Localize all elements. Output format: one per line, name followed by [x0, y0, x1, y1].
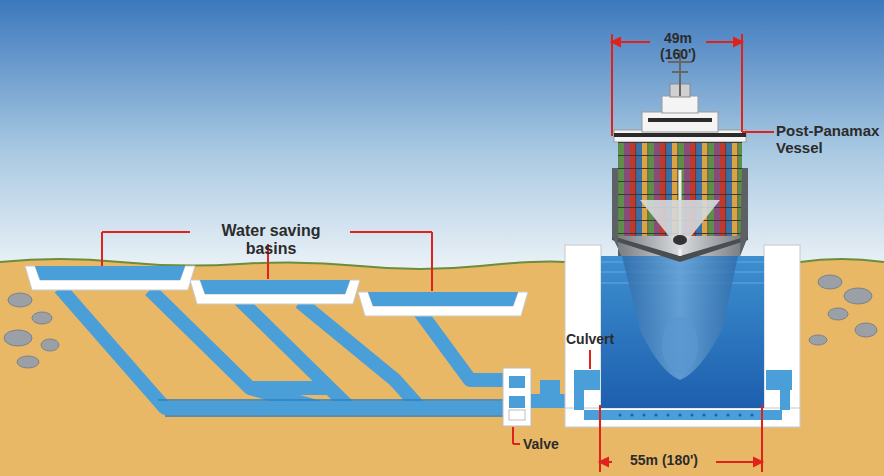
dimension-label: 49m (160') — [650, 30, 706, 62]
vessel-label: Post-Panamax Vessel — [776, 122, 880, 157]
culvert-label: Culvert — [566, 331, 632, 347]
valve-label: Valve — [523, 436, 573, 452]
dimension-label: 55m (180') — [612, 452, 716, 468]
basins-label: Water saving basins — [194, 222, 348, 259]
